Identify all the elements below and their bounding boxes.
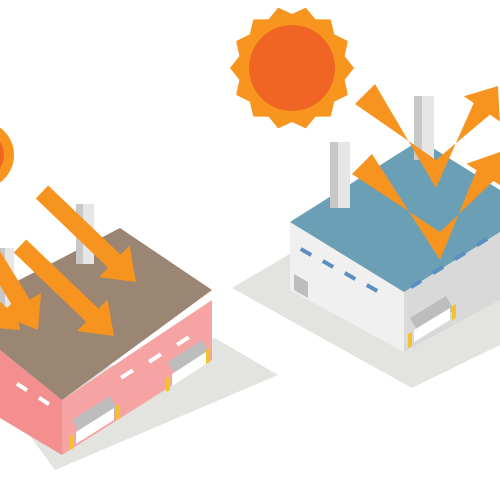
incoming-heat-arrow-icon bbox=[0, 185, 136, 336]
cool-factory-windows bbox=[299, 237, 489, 293]
cool-factory-front-wall bbox=[290, 222, 404, 352]
cool-factory-chimney-2 bbox=[414, 96, 434, 160]
hot-factory-front-wall bbox=[0, 350, 62, 455]
hot-factory-loading-dock-1 bbox=[70, 396, 120, 450]
cool-factory bbox=[230, 7, 500, 388]
cool-factory-roof bbox=[290, 140, 500, 292]
reflected-heat-arrow-icon bbox=[352, 84, 500, 260]
hot-factory-windows bbox=[15, 335, 190, 406]
cool-factory-door bbox=[294, 274, 308, 298]
sun-icon bbox=[0, 127, 14, 183]
cool-factory-chimney-1 bbox=[330, 142, 350, 208]
cool-factory-loading-dock bbox=[408, 296, 456, 348]
sun-icon bbox=[230, 7, 354, 129]
hot-factory bbox=[0, 127, 278, 470]
hot-factory-loading-dock-2 bbox=[166, 340, 210, 392]
